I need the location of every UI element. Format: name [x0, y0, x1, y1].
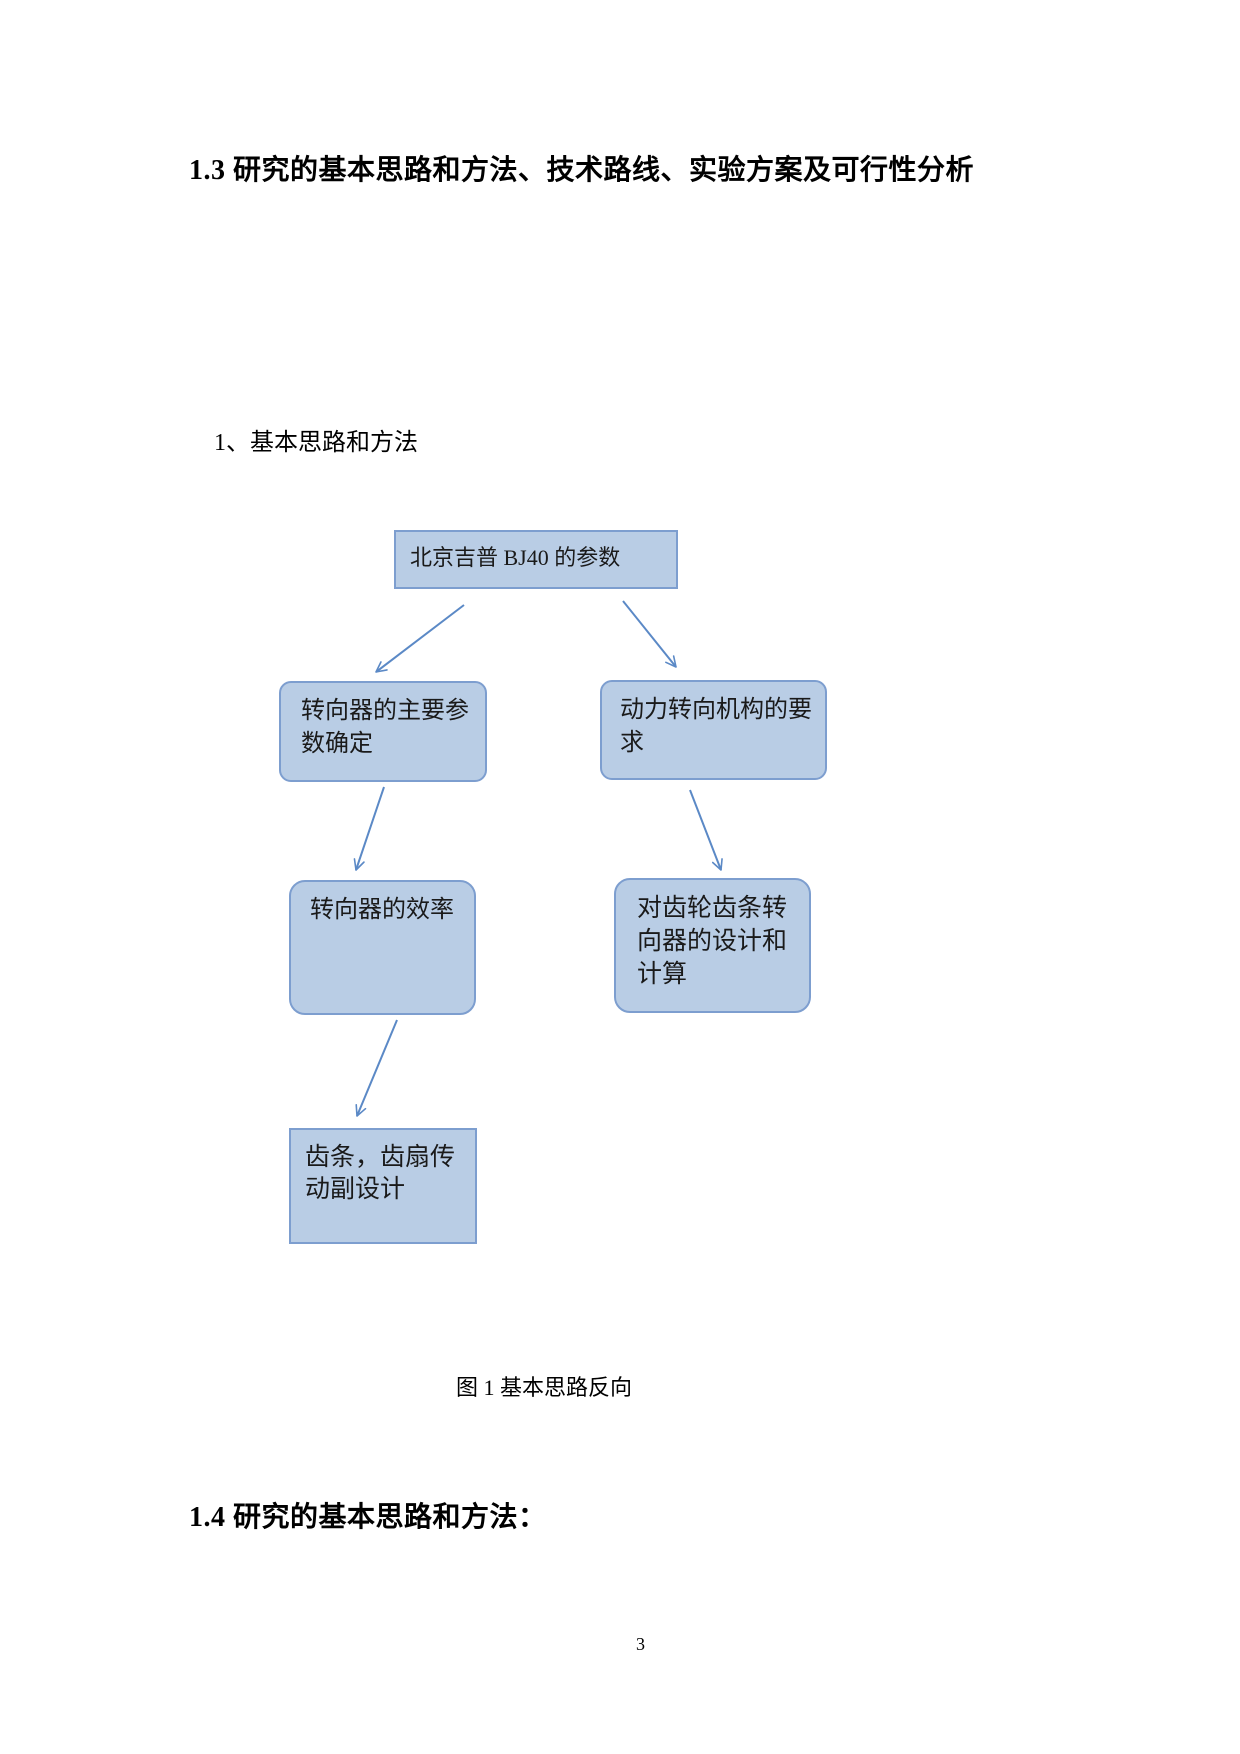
flowchart-node-power-steering-requirements: 动力转向机构的要求: [600, 680, 827, 780]
flowchart-node-bj40-params: 北京吉普 BJ40 的参数: [394, 530, 678, 589]
flowchart-node-steering-gear-efficiency: 转向器的效率: [289, 880, 476, 1015]
flowchart-node-rack-pinion-design: 对齿轮齿条转向器的设计和计算: [614, 878, 811, 1013]
section-heading-1-3: 1.3 研究的基本思路和方法、技术路线、实验方案及可行性分析: [189, 155, 975, 186]
flowchart-node-steering-gear-main-params: 转向器的主要参数确定: [279, 681, 487, 782]
node-label: 转向器的效率: [310, 897, 454, 923]
node-label: 对齿轮齿条转向器的设计和计算: [637, 895, 788, 988]
arrow-efficiency-to-rack-sector: [355, 1019, 398, 1117]
arrow-main-params-to-efficiency: [353, 786, 385, 871]
section-heading-1-4: 1.4 研究的基本思路和方法：: [189, 1502, 547, 1533]
node-label: 北京吉普 BJ40 的参数: [410, 545, 621, 570]
arrow-power-steering-to-rack-pinion: [689, 789, 723, 871]
arrow-params-to-main-params: [375, 604, 465, 673]
arrow-params-to-power-steering: [622, 600, 677, 668]
node-label: 转向器的主要参数确定: [301, 698, 469, 757]
page-number: 3: [636, 1634, 645, 1654]
figure-caption: 图 1 基本思路反向: [456, 1375, 633, 1400]
subsection-heading-basic-approach: 1、基本思路和方法: [214, 430, 418, 456]
node-label: 动力转向机构的要求: [620, 697, 812, 756]
flowchart-node-rack-sector-pair-design: 齿条，齿扇传动副设计: [289, 1128, 477, 1244]
node-label: 齿条，齿扇传动副设计: [305, 1144, 456, 1203]
